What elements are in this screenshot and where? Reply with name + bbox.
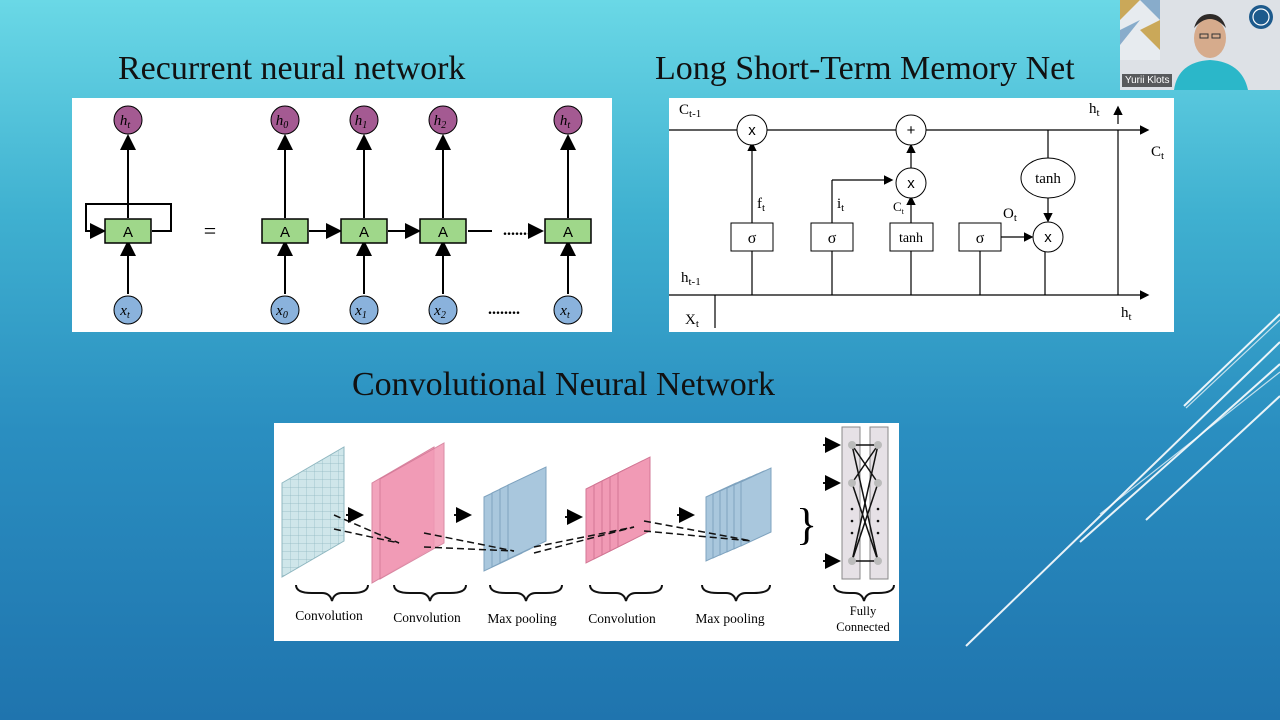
- label-max-pooling-2: Max pooling: [695, 611, 765, 626]
- svg-text:.......: .......: [503, 222, 531, 239]
- svg-text:A: A: [280, 224, 290, 241]
- svg-text:x: x: [907, 175, 915, 192]
- label-connected: Connected: [836, 620, 890, 634]
- svg-text:ht: ht: [120, 113, 131, 131]
- svg-text:x: x: [748, 122, 756, 139]
- svg-text:ht: ht: [1089, 101, 1100, 119]
- svg-text:h1: h1: [355, 113, 368, 131]
- svg-text:x0: x0: [275, 303, 288, 321]
- svg-text:Ot: Ot: [1003, 206, 1017, 224]
- quilt-pattern: [1120, 0, 1160, 60]
- person-face: [1194, 18, 1226, 58]
- label-fully: Fully: [850, 604, 877, 618]
- output-tanh: tanh: [1035, 171, 1061, 187]
- svg-text:A: A: [438, 224, 448, 241]
- svg-text:xt: xt: [559, 303, 570, 321]
- label-convolution-3: Convolution: [588, 611, 656, 626]
- cell-label: A: [123, 224, 133, 241]
- svg-text:+: +: [907, 122, 916, 139]
- svg-text:ht-1: ht-1: [681, 270, 701, 288]
- cnn-title: Convolutional Neural Network: [352, 366, 776, 403]
- svg-text:ht: ht: [1121, 305, 1132, 323]
- participant-name: Yurii Klots: [1122, 74, 1173, 87]
- conv1-maps: [371, 442, 445, 584]
- rnn-title: Recurrent neural network: [118, 50, 466, 87]
- svg-text:A: A: [359, 224, 369, 241]
- brace-right: }: [796, 500, 817, 549]
- lstm-diagram: σ x σ tanh x + σ x tanh Ct-1 ht Ct: [669, 98, 1174, 332]
- output-gate-sigma: σ: [976, 230, 985, 247]
- svg-text:Ct: Ct: [1151, 144, 1164, 162]
- pool1-maps: [483, 466, 547, 572]
- equals-sign: =: [204, 218, 216, 243]
- rnn-rolled-cell: A ht xt: [85, 105, 172, 325]
- label-convolution-1: Convolution: [295, 608, 363, 623]
- svg-text:Ct-1: Ct-1: [679, 102, 701, 120]
- candidate-tanh: tanh: [899, 231, 923, 246]
- pool2-maps: [705, 467, 772, 562]
- svg-text:x1: x1: [354, 303, 367, 321]
- conv2-maps: [585, 456, 651, 564]
- svg-text:xt: xt: [119, 303, 130, 321]
- svg-text:h0: h0: [276, 113, 289, 131]
- fully-connected-layer: [841, 426, 889, 580]
- decorative-lines: [965, 313, 1280, 647]
- svg-text:........: ........: [488, 301, 520, 318]
- svg-text:ht: ht: [560, 113, 571, 131]
- svg-text:ft: ft: [757, 196, 765, 214]
- svg-text:it: it: [837, 196, 844, 214]
- rnn-diagram: A ht xt = ....... A h0 x0: [72, 98, 612, 332]
- input-grid: [281, 446, 345, 578]
- forget-gate-sigma: σ: [748, 230, 757, 247]
- svg-text:x2: x2: [433, 303, 446, 321]
- person-shirt: [1174, 60, 1248, 90]
- svg-text:h2: h2: [434, 113, 447, 131]
- rnn-unrolled-chain: ....... A h0 x0 A h1 x1 A: [261, 105, 592, 325]
- svg-text:Ct: Ct: [893, 199, 905, 216]
- lstm-title: Long Short-Term Memory Net: [655, 50, 1075, 87]
- svg-text:x: x: [1044, 229, 1052, 246]
- svg-text:A: A: [563, 224, 573, 241]
- label-max-pooling-1: Max pooling: [487, 611, 557, 626]
- cnn-diagram: }: [274, 423, 899, 641]
- svg-text:Xt: Xt: [685, 312, 699, 330]
- webcam-thumbnail[interactable]: Yurii Klots: [1120, 0, 1280, 90]
- label-convolution-2: Convolution: [393, 610, 461, 625]
- input-gate-sigma: σ: [828, 230, 837, 247]
